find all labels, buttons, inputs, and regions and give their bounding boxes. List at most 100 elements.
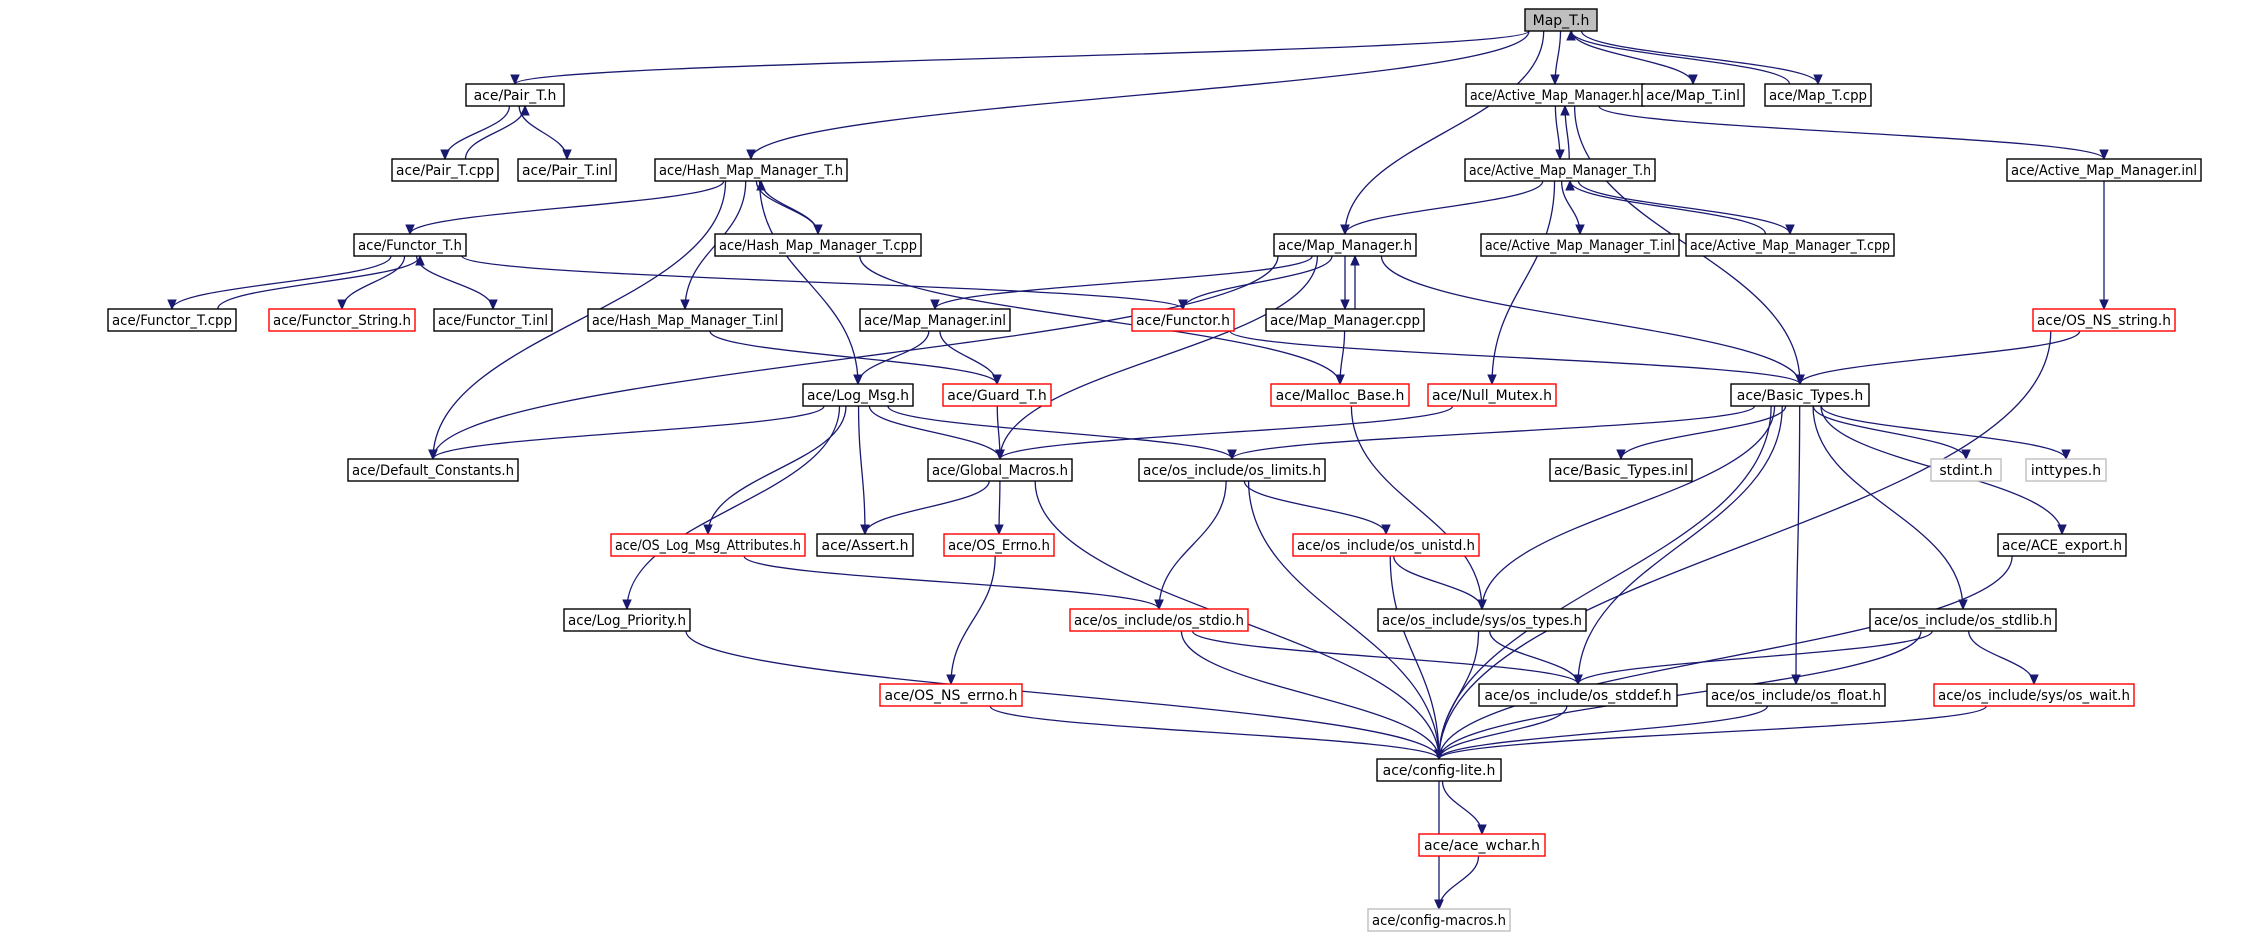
arrowhead (1477, 824, 1487, 836)
node-null-mutex-h[interactable]: ace/Null_Mutex.h (1427, 383, 1557, 407)
node-default-constants-h[interactable]: ace/Default_Constants.h (347, 458, 519, 482)
node-active-map-manager-t-cpp[interactable]: ace/Active_Map_Manager_T.cpp (1685, 233, 1895, 257)
node-label: ace/Functor_T.h (358, 238, 462, 254)
node-basic-types-inl[interactable]: ace/Basic_Types.inl (1549, 458, 1693, 482)
edge-functor_t_h-to-functor_string_h (337, 255, 406, 311)
node-box (1480, 233, 1680, 257)
edge-line (1393, 555, 1483, 610)
node-active-map-manager-h[interactable]: ace/Active_Map_Manager.h (1465, 83, 1645, 107)
node-active-map-manager-t-inl[interactable]: ace/Active_Map_Manager_T.inl (1480, 233, 1680, 257)
node-config-macros-h[interactable]: ace/config-macros.h (1367, 908, 1511, 932)
node-stdint-h[interactable]: stdint.h (1930, 458, 2002, 482)
node-label: ace/Hash_Map_Manager_T.cpp (719, 238, 917, 254)
node-box (1730, 383, 1870, 407)
arrowhead (1565, 179, 1575, 191)
node-os-errno-h[interactable]: ace/OS_Errno.h (943, 533, 1055, 557)
node-label: ace/Log_Priority.h (568, 613, 686, 629)
edge-line (217, 255, 421, 310)
node-box (347, 458, 519, 482)
node-active-map-manager-inl[interactable]: ace/Active_Map_Manager.inl (2006, 158, 2202, 182)
edge-os_log_msg_attributes_h-to-os_stdio_h (743, 555, 1164, 611)
edge-line (857, 330, 930, 385)
node-functor-string-h[interactable]: ace/Functor_String.h (268, 308, 416, 332)
node-box (1138, 458, 1326, 482)
node-functor-h[interactable]: ace/Functor.h (1131, 308, 1235, 332)
node-os-ns-errno-h[interactable]: ace/OS_NS_errno.h (879, 683, 1023, 707)
node-os-float-h[interactable]: ace/os_include/os_float.h (1706, 683, 1886, 707)
node-active-map-manager-t-h[interactable]: ace/Active_Map_Manager_T.h (1464, 158, 1656, 182)
node-ace-export-h[interactable]: ace/ACE_export.h (1997, 533, 2127, 557)
node-assert-h[interactable]: ace/Assert.h (816, 533, 914, 557)
edge-active_map_manager_h-to-active_map_manager_t_h (1554, 105, 1565, 161)
node-label: ace/Map_T.cpp (1769, 88, 1867, 104)
node-os-limits-h[interactable]: ace/os_include/os_limits.h (1138, 458, 1326, 482)
node-global-macros-h[interactable]: ace/Global_Macros.h (927, 458, 1073, 482)
node-box (816, 533, 914, 557)
arrowhead (1227, 449, 1237, 461)
node-config-lite-h[interactable]: ace/config-lite.h (1376, 758, 1502, 782)
node-malloc-base-h[interactable]: ace/Malloc_Base.h (1270, 383, 1410, 407)
node-map-t-inl[interactable]: ace/Map_T.inl (1641, 83, 1745, 107)
node-hash-map-manager-t-inl[interactable]: ace/Hash_Map_Manager_T.inl (587, 308, 783, 332)
node-box (2032, 308, 2176, 332)
node-functor-t-h[interactable]: ace/Functor_T.h (353, 233, 467, 257)
node-ace-wchar-h[interactable]: ace/ace_wchar.h (1418, 833, 1546, 857)
edge-line (1438, 630, 1922, 760)
node-label: stdint.h (1939, 463, 1992, 479)
edge-os_errno_h-to-os_ns_errno_h (946, 555, 996, 686)
edge-log_msg_h-to-os_log_msg_attributes_h (703, 405, 847, 536)
node-pair-t-h[interactable]: ace/Pair_T.h (465, 83, 565, 107)
arrowhead (1688, 74, 1698, 86)
node-map-manager-cpp[interactable]: ace/Map_Manager.cpp (1265, 308, 1425, 332)
edge-line (1380, 255, 1801, 385)
node-log-priority-h[interactable]: ace/Log_Priority.h (563, 608, 691, 632)
node-label: ace/Malloc_Base.h (1276, 388, 1405, 404)
node-os-stdlib-h[interactable]: ace/os_include/os_stdlib.h (1869, 608, 2057, 632)
node-guard-t-h[interactable]: ace/Guard_T.h (942, 383, 1052, 407)
edge-line (887, 405, 1233, 460)
edge-os_ns_string_h-to-basic_types_h (1795, 330, 2081, 386)
edge-map_manager_inl-to-guard_t_h (939, 330, 1002, 386)
node-map-manager-h[interactable]: ace/Map_Manager.h (1273, 233, 1417, 257)
node-map-t-cpp[interactable]: ace/Map_T.cpp (1764, 83, 1872, 107)
arrowhead (520, 104, 530, 116)
node-os-stdio-h[interactable]: ace/os_include/os_stdio.h (1069, 608, 1249, 632)
edge-line (1577, 180, 1791, 235)
node-box (1265, 308, 1425, 332)
edge-basic_types_h-to-inttypes_h (1820, 405, 2071, 461)
node-box (1377, 608, 1587, 632)
edge-functor_t_h-to-functor_t_cpp (167, 255, 392, 311)
node-label: ace/OS_NS_string.h (2037, 313, 2171, 329)
arrowhead (1616, 449, 1626, 461)
node-os-wait-h[interactable]: ace/os_include/sys/os_wait.h (1933, 683, 2135, 707)
node-label: ace/ace_wchar.h (1424, 838, 1540, 854)
node-os-stddef-h[interactable]: ace/os_include/os_stddef.h (1478, 683, 1678, 707)
node-label: ace/Basic_Types.h (1737, 388, 1863, 404)
node-label: Map_T.h (1533, 13, 1590, 29)
node-box (1418, 833, 1546, 857)
node-map-manager-inl[interactable]: ace/Map_Manager.inl (859, 308, 1011, 332)
node-os-log-msg-attributes-h[interactable]: ace/OS_Log_Msg_Attributes.h (610, 533, 806, 557)
node-pair-t-inl[interactable]: ace/Pair_T.inl (517, 158, 617, 182)
node-os-ns-string-h[interactable]: ace/OS_NS_string.h (2032, 308, 2176, 332)
node-box (587, 308, 783, 332)
node-log-msg-h[interactable]: ace/Log_Msg.h (802, 383, 914, 407)
node-box (943, 533, 1055, 557)
node-label: ace/Active_Map_Manager_T.h (1469, 163, 1651, 179)
node-box (2006, 158, 2202, 182)
node-hash-map-manager-t-cpp[interactable]: ace/Hash_Map_Manager_T.cpp (714, 233, 922, 257)
node-functor-t-cpp[interactable]: ace/Functor_T.cpp (107, 308, 237, 332)
node-hash-map-manager-t-h[interactable]: ace/Hash_Map_Manager_T.h (654, 158, 848, 182)
node-os-unistd-h[interactable]: ace/os_include/os_unistd.h (1292, 533, 1480, 557)
node-functor-t-inl[interactable]: ace/Functor_T.inl (433, 308, 553, 332)
arrowhead (1575, 224, 1585, 236)
arrowhead (562, 149, 572, 161)
node-inttypes-h[interactable]: inttypes.h (2025, 458, 2107, 482)
node-basic-types-h[interactable]: ace/Basic_Types.h (1730, 383, 1870, 407)
edge-map_manager_inl-to-log_msg_h (853, 330, 930, 386)
node-box (465, 83, 565, 107)
edge-map_t_cpp-to-map_t_h (1566, 29, 1791, 85)
node-os-types-h[interactable]: ace/os_include/sys/os_types.h (1377, 608, 1587, 632)
node-box (1685, 233, 1895, 257)
node-pair-t-cpp[interactable]: ace/Pair_T.cpp (391, 158, 499, 182)
